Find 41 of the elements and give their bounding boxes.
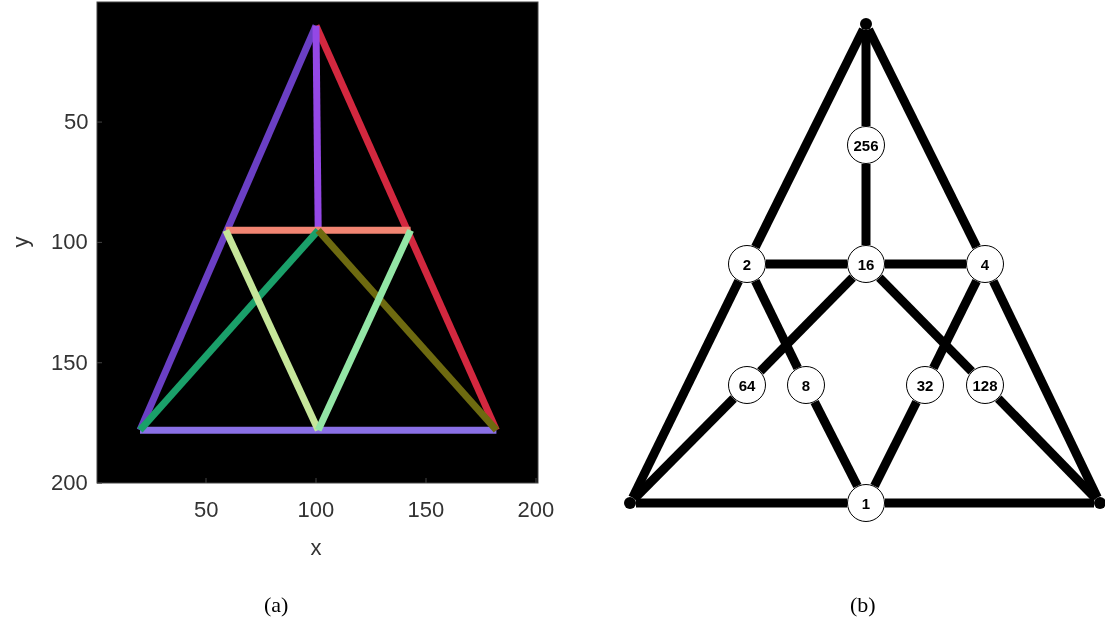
number-circle: 8: [787, 366, 825, 404]
connector-line: [751, 27, 868, 249]
connector-line: [989, 279, 1102, 500]
connector-line: [810, 399, 862, 489]
connector-line: [885, 498, 1094, 508]
tick-label: 50: [64, 110, 89, 134]
tick-label: 150: [51, 351, 88, 375]
corner-point: [624, 497, 636, 509]
connector-line: [864, 27, 981, 249]
tick-label: 150: [407, 498, 445, 522]
connector-line: [628, 279, 743, 500]
tick-label: 50: [194, 498, 219, 522]
corner-point: [860, 18, 872, 30]
tick-label: 200: [51, 471, 88, 495]
connector-line: [757, 274, 856, 375]
number-circle: 1: [847, 484, 885, 522]
connector-line: [751, 279, 802, 370]
tick-label: 100: [297, 498, 335, 522]
connector-line: [631, 395, 737, 502]
axis-label: y: [8, 236, 32, 248]
number-circle: 128: [966, 366, 1004, 404]
axis-label: x: [310, 536, 322, 560]
panel-caption: (a): [264, 593, 289, 617]
tick-label: 200: [517, 498, 555, 522]
number-circle: 256: [847, 126, 885, 164]
number-circle: 2: [728, 245, 766, 283]
connector-line: [876, 274, 975, 375]
connector-line: [929, 279, 981, 370]
connector-line: [995, 395, 1100, 502]
number-circle: 64: [728, 366, 766, 404]
tick-label: 100: [51, 230, 88, 254]
number-circle: 16: [847, 245, 885, 283]
connector-line: [870, 400, 921, 488]
number-circle: 4: [966, 245, 1004, 283]
connector-line: [885, 259, 966, 269]
corner-point: [1094, 497, 1105, 509]
connector-line: [636, 498, 847, 508]
connector-line: [766, 259, 847, 269]
number-circle: 32: [906, 366, 944, 404]
panel-caption: (b): [850, 593, 876, 617]
connector-line: [861, 164, 871, 245]
